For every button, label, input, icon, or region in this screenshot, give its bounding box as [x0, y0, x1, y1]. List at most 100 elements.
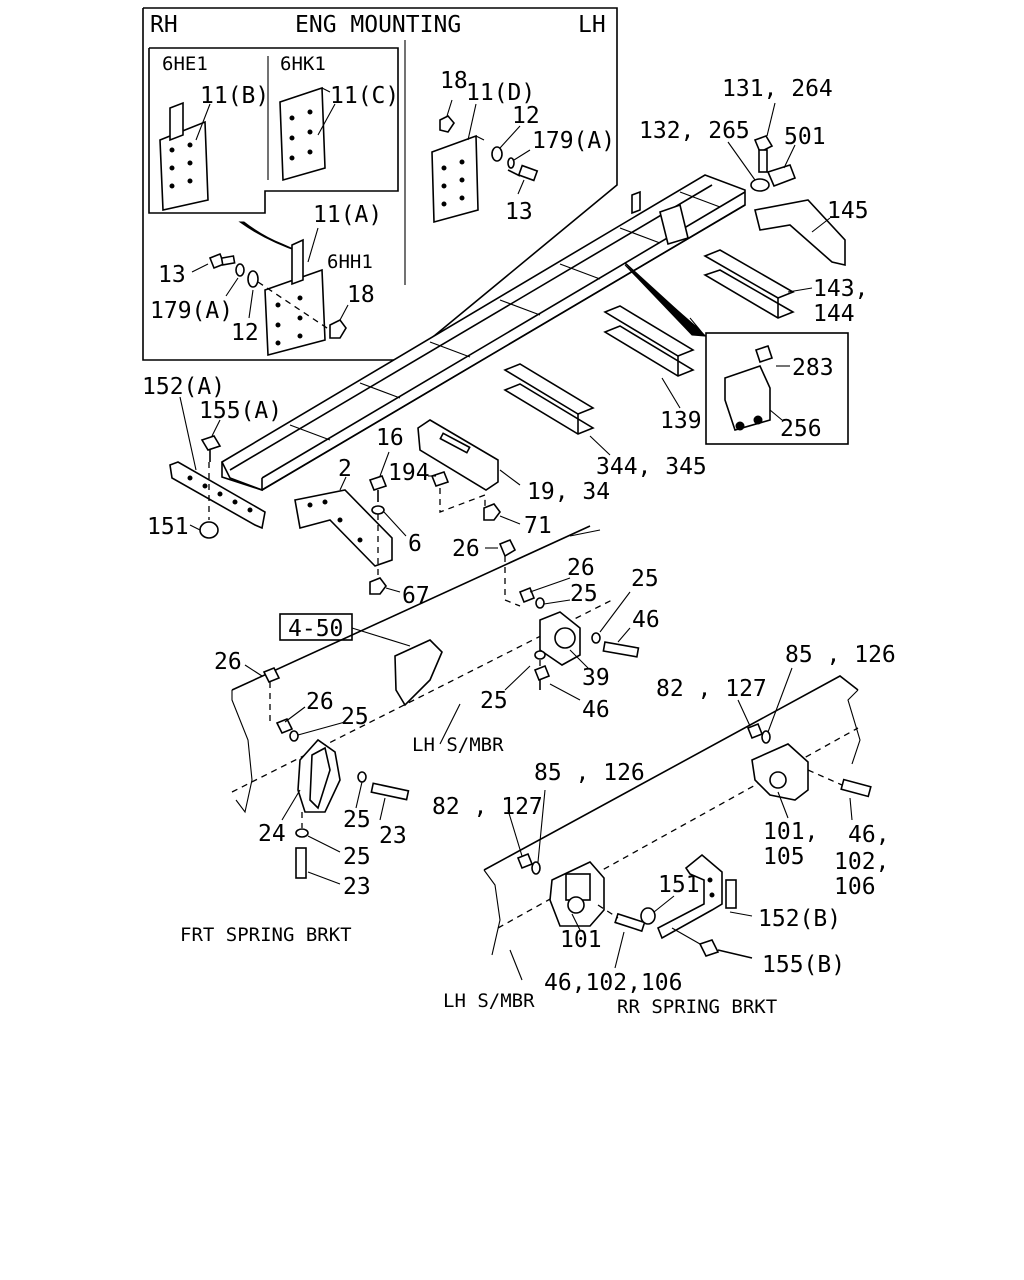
label-46-102-106-low: 46,102,106: [544, 970, 682, 996]
nut-26-c: [262, 666, 281, 684]
label-23-a: 23: [379, 823, 407, 849]
washer-151-left: [199, 521, 219, 539]
variant-6he1: 6HE1: [162, 53, 208, 75]
label-101: 101: [560, 927, 602, 953]
label-12-left: 12: [231, 320, 259, 346]
label-179a-left: 179(A): [150, 298, 233, 324]
label-101-105a: 101,: [763, 819, 818, 845]
label-67: 67: [402, 583, 430, 609]
label-6: 6: [408, 531, 422, 557]
label-71: 71: [524, 513, 552, 539]
bracket-2-group: [294, 451, 407, 595]
bolt-16: [368, 475, 388, 491]
label-151-left: 151: [147, 514, 189, 540]
label-25-b: 25: [631, 566, 659, 592]
label-13-left: 13: [158, 262, 186, 288]
washer-25-c: [534, 650, 546, 660]
label-25-f: 25: [343, 844, 371, 870]
washer-85-126-top: [761, 730, 771, 744]
label-145: 145: [827, 198, 869, 224]
nut-18-left: [329, 318, 347, 339]
label-26-d: 26: [306, 689, 334, 715]
label-26-b: 26: [567, 555, 595, 581]
detail-box-283-256: [624, 262, 849, 445]
label-23-b: 23: [343, 874, 371, 900]
washer-25-e: [357, 771, 367, 783]
washer-132-265: [750, 178, 770, 192]
label-139: 139: [660, 408, 702, 434]
label-46-a: 46: [632, 607, 660, 633]
label-82-127-top: 82 , 127: [656, 676, 767, 702]
rh-label: RH: [150, 12, 178, 38]
label-25-c: 25: [480, 688, 508, 714]
label-101-105b: 105: [763, 844, 805, 870]
bolt-46-102-106-low: [614, 912, 646, 933]
crossmember-139: [603, 305, 695, 409]
variant-6hk1: 6HK1: [280, 53, 326, 75]
bolt-283: [754, 344, 774, 364]
bracket-256: [724, 365, 771, 431]
label-2: 2: [338, 456, 352, 482]
nut-82-127-low: [516, 852, 534, 870]
label-179a-top: 179(A): [532, 128, 615, 154]
bracket-4-50: [394, 639, 443, 707]
nut-82-127-top: [746, 722, 764, 740]
label-344-345: 344, 345: [596, 454, 707, 480]
washer-179a-left: [235, 263, 245, 277]
bolt-46-b: [533, 664, 551, 682]
engine-mount-plate-11c: [279, 86, 331, 182]
label-82-127-low: 82 , 127: [432, 794, 543, 820]
bracket-152a-group: [169, 396, 266, 539]
label-16: 16: [376, 425, 404, 451]
engine-mount-plate-11b: [159, 101, 209, 211]
washer-179a-top: [507, 157, 515, 169]
lh-label: LH: [578, 12, 606, 38]
label-26-c: 26: [214, 649, 242, 675]
label-85-126-top: 85 , 126: [785, 642, 896, 668]
label-25-e: 25: [343, 807, 371, 833]
label-19-34: 19, 34: [527, 479, 610, 505]
nut-67: [369, 577, 387, 595]
engine-mount-plate-11a: [264, 238, 326, 357]
bolt-13-top: [507, 164, 539, 182]
label-144: 144: [813, 301, 855, 327]
label-85-126-low: 85 , 126: [534, 760, 645, 786]
bolt-131-264: [753, 135, 774, 154]
bolt-23-b: [295, 847, 307, 879]
label-143: 143,: [813, 276, 868, 302]
bolt-46-102-106: [840, 778, 872, 798]
label-152a: 152(A): [142, 374, 225, 400]
washer-12-top: [491, 146, 503, 162]
label-18-left: 18: [347, 282, 375, 308]
nut-18-top: [439, 115, 456, 133]
crossmember-344-345: [503, 363, 611, 456]
chassis-frame: [220, 174, 746, 492]
bracket-152b-group: [640, 853, 753, 959]
frt-spring-bracket-24: [244, 664, 461, 885]
bracket-19-34-group: [417, 419, 521, 525]
eng-mounting-inset: RH ENG MOUNTING LH 6HE1 6HK1 11(B) 11(C): [142, 7, 618, 361]
label-25-a: 25: [570, 581, 598, 607]
pointer-arrow: [238, 221, 301, 253]
nut-26-d: [275, 717, 294, 735]
label-501: 501: [784, 124, 826, 150]
label-18-top: 18: [440, 68, 468, 94]
bolt-46-a: [602, 641, 640, 658]
label-26-a: 26: [452, 536, 480, 562]
label-46-102-106a: 46,: [848, 822, 890, 848]
rr-spring-brkt-caption: RR SPRING BRKT: [617, 996, 777, 1018]
plate-501: [766, 164, 797, 188]
bracket-39-group: [485, 538, 640, 701]
label-46-b: 46: [582, 697, 610, 723]
washer-85-126-low: [531, 861, 541, 875]
bolt-194: [430, 471, 450, 487]
bolt-13-left: [208, 252, 236, 270]
cross-members: [289, 191, 721, 441]
label-151-right: 151: [658, 872, 700, 898]
label-132-265: 132, 265: [639, 118, 750, 144]
washer-151-right: [640, 907, 656, 925]
lh-smbr-label-1: LH S/MBR: [412, 734, 504, 756]
crossmember-145: [754, 199, 846, 267]
label-131-264: 131, 264: [722, 76, 833, 102]
bolt-155a: [200, 435, 222, 451]
